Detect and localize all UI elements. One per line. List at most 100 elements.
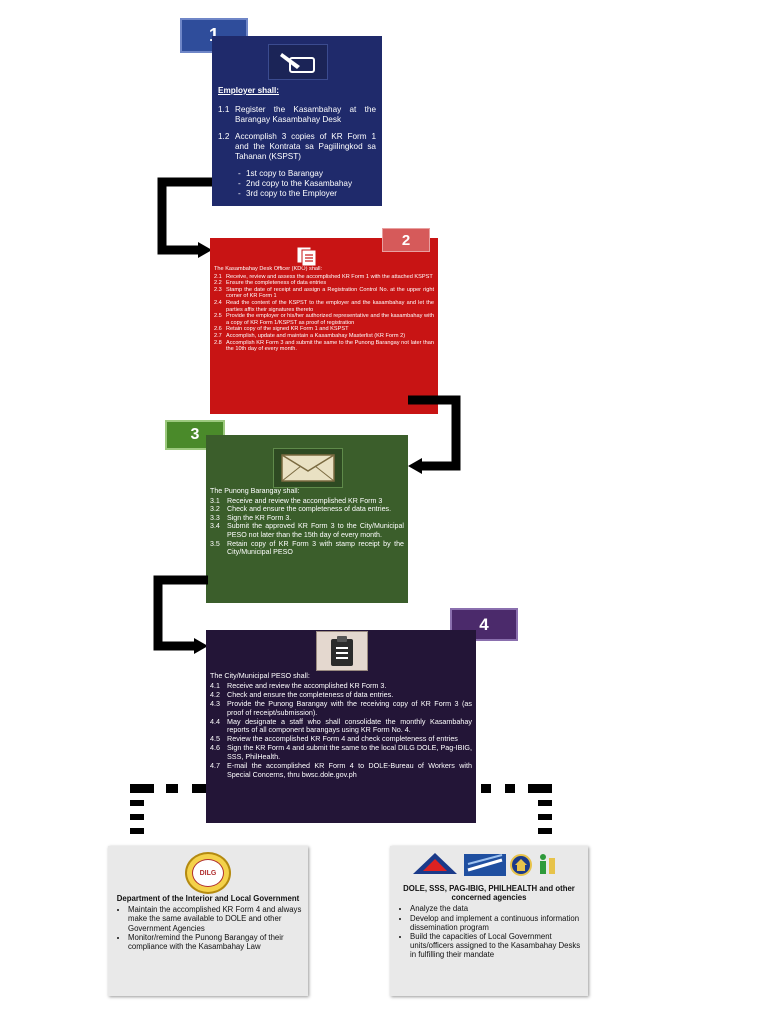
agency-logos: [410, 852, 560, 878]
dashed-connector-right: [538, 828, 552, 834]
step-item-number: 2.8: [214, 339, 222, 346]
clipboard-icon: [316, 631, 368, 671]
step-item-number: -: [238, 189, 241, 198]
step-item-text: Review the accomplished KR Form 4 and ch…: [227, 734, 458, 744]
step-item-number: 3.4: [210, 522, 220, 531]
panel-bullet: Build the capacities of Local Government…: [410, 932, 582, 960]
step-item-text: Receive, review and assess the accomplis…: [226, 273, 433, 280]
panel-bullet: Monitor/remind the Punong Barangay of th…: [128, 933, 302, 951]
step-item-text: Ensure the completeness of data entries: [226, 280, 327, 287]
step-item-text: Provide the Punong Barangay with the rec…: [227, 698, 472, 717]
dilg-logo-text: DILG: [199, 869, 217, 877]
step-item-text: Read the content of the KSPST to the emp…: [226, 299, 434, 313]
step-2-item: 2.7 Accomplish, update and maintain a Kas…: [214, 333, 434, 340]
step-2-item: 2.2 Ensure the completeness of data entri…: [214, 280, 434, 287]
step-item-text: Receive and review the accomplished KR F…: [227, 496, 383, 505]
agencies-title: DOLE, SSS, PAG-IBIG, PHILHEALTH and othe…: [403, 884, 575, 903]
step-item-number: 2.5: [214, 313, 222, 320]
step-item-text: Sign the KR Form 3.: [227, 513, 292, 522]
step-2-item: 2.8 Accomplish KR Form 3 and submit the s…: [214, 340, 434, 353]
step-2-box: The Kasambahay Desk Officer (KDO) shall:…: [210, 238, 438, 414]
dashed-connector-left: [130, 828, 144, 834]
step-item-text: Retain copy of the signed KR Form 1 and …: [226, 326, 349, 333]
step-item-number: 2.3: [214, 286, 222, 293]
panel-bullet: Develop and implement a continuous infor…: [410, 914, 582, 932]
step-item-text: 1st copy to Barangay: [246, 169, 323, 178]
step-item-text: May designate a staff who shall consolid…: [227, 716, 472, 735]
step-item-text: Retain copy of KR Form 3 with stamp rece…: [227, 539, 404, 557]
step-item-text: Sign the KR Form 4 and submit the same t…: [227, 743, 472, 762]
dilg-bullets: Maintain the accomplished KR Form 4 and …: [114, 905, 302, 951]
step-item-number: 3.5: [210, 539, 220, 548]
dilg-logo: DILG: [185, 852, 231, 894]
envelope-icon: [273, 448, 343, 488]
step-item-text: Accomplish KR Form 3 and submit the same…: [226, 339, 434, 353]
step-item-number: -: [238, 179, 241, 188]
step-item-text: 2nd copy to the Kasambahay: [246, 179, 353, 188]
step-3-header: The Punong Barangay shall:: [210, 487, 300, 495]
step-item-number: 1.2: [218, 132, 230, 141]
step-1-item: -1st copy to Barangay: [218, 169, 376, 179]
dashed-connector-left: [166, 784, 178, 793]
step-item-number: 4.5: [210, 734, 220, 744]
step-item-number: 2.7: [214, 332, 222, 339]
connector-arrow-3-4: [153, 575, 208, 654]
step-4-item: 4.2 Check and ensure the completeness of …: [210, 689, 472, 700]
step-item-number: 2.6: [214, 326, 222, 333]
pagibig-logo-icon: [510, 854, 532, 876]
step-3-item: 3.1 Receive and review the accomplished K…: [210, 497, 404, 506]
step-item-number: -: [238, 169, 241, 178]
step-item-text: Check and ensure the completeness of dat…: [227, 505, 392, 514]
step-4-item: 4.7 E-mail the accomplished KR Form 4 to …: [210, 761, 472, 780]
connector-arrow-2-3: [408, 395, 461, 474]
step-2-badge: 2: [382, 228, 430, 252]
step-1-item: -3rd copy to the Employer: [218, 189, 376, 199]
step-item-text: Provide the employer or his/her authoriz…: [226, 313, 434, 326]
step-item-number: 4.2: [210, 689, 220, 699]
dashed-connector-right: [538, 814, 552, 820]
documents-icon: [292, 244, 322, 268]
dashed-connector-right: [481, 784, 491, 793]
dashed-connector-right: [505, 784, 515, 793]
panel-bullet: Maintain the accomplished KR Form 4 and …: [128, 905, 302, 933]
agencies-bullets: Analyze the dataDevelop and implement a …: [396, 904, 582, 959]
hand-writing-icon: [268, 44, 328, 80]
dashed-connector-right: [528, 784, 552, 793]
step-item-number: 2.2: [214, 280, 222, 287]
step-3-item: 3.4 Submit the approved KR Form 3 to the …: [210, 522, 404, 539]
step-item-text: Register the Kasambahay at the Barangay …: [235, 105, 376, 124]
step-item-number: 4.7: [210, 761, 220, 771]
step-item-text: E-mail the accomplished KR Form 4 to DOL…: [227, 761, 472, 779]
step-item-number: 3.2: [210, 505, 220, 514]
step-item-number: 4.4: [210, 716, 220, 726]
step-4-item: 4.3 Provide the Punong Barangay with the …: [210, 698, 472, 718]
step-item-text: Check and ensure the completeness of dat…: [227, 689, 394, 699]
step-item-text: Receive and review the accomplished KR F…: [227, 680, 387, 690]
step-2-item: 2.5 Provide the employer or his/her autho…: [214, 313, 434, 326]
philhealth-logo-icon: [540, 854, 555, 874]
step-2-item: 2.6 Retain copy of the signed KR Form 1 a…: [214, 326, 434, 333]
step-4-item: 4.1 Receive and review the accomplished K…: [210, 680, 472, 691]
step-item-text: Stamp the date of receipt and assign a R…: [226, 286, 434, 300]
sss-logo-icon: [464, 854, 506, 876]
step-3-item: 3.5 Retain copy of KR Form 3 with stamp r…: [210, 540, 404, 557]
dashed-connector-right: [538, 800, 552, 806]
step-4-badge: 4: [450, 608, 518, 641]
step-3-item: 3.2 Check and ensure the completeness of …: [210, 505, 404, 514]
step-4-header: The City/Municipal PESO shall:: [210, 671, 310, 680]
step-item-text: Submit the approved KR Form 3 to the Cit…: [227, 522, 404, 539]
dole-logo-icon: [413, 853, 457, 874]
step-item-number: 3.1: [210, 496, 220, 505]
step-item-number: 4.3: [210, 698, 220, 708]
dilg-title: Department of the Interior and Local Gov…: [116, 894, 300, 903]
step-item-text: Accomplish, update and maintain a Kasamb…: [226, 332, 406, 339]
step-item-number: 4.1: [210, 680, 220, 690]
step-1-item: -2nd copy to the Kasambahay: [218, 179, 376, 189]
step-1-header: Employer shall:: [218, 86, 279, 95]
